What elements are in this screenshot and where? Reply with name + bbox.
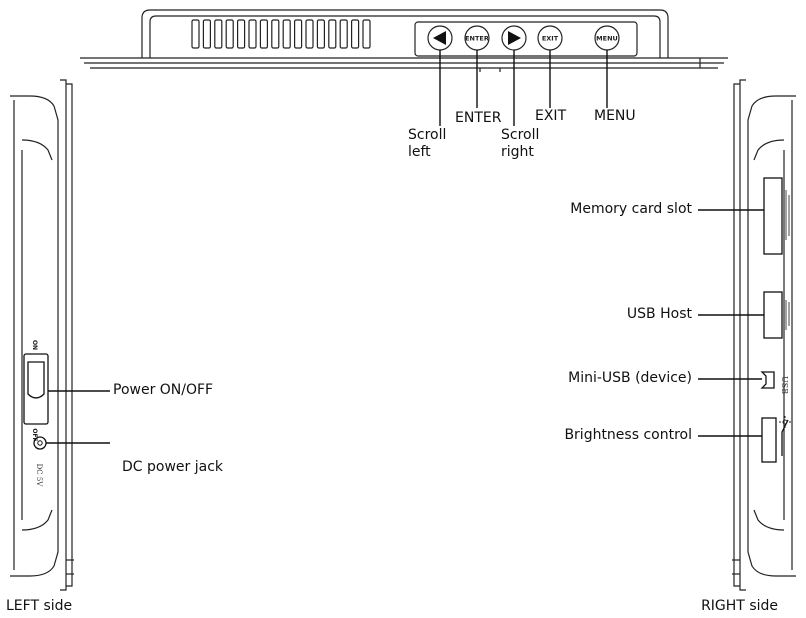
usb-mark: USB <box>780 376 789 394</box>
vent-slot <box>271 19 280 49</box>
top-view-housing <box>80 9 728 72</box>
vent-slot <box>191 19 200 49</box>
mini-usb-label: Mini-USB (device) <box>568 370 692 386</box>
vent-slot <box>237 19 246 49</box>
brightness-wheel <box>761 417 777 463</box>
brightness-label: Brightness control <box>564 427 692 443</box>
left-side-housing <box>10 79 74 591</box>
vent-slot <box>294 19 303 49</box>
exit-button-face: EXIT <box>542 35 559 43</box>
enter-label: ENTER <box>455 110 502 126</box>
memory-card-label: Memory card slot <box>570 201 692 217</box>
right-side-housing <box>732 79 796 591</box>
top-leader-lines <box>439 50 608 126</box>
triangle-right-icon <box>508 31 521 45</box>
dc-jack <box>33 436 47 450</box>
enter-button-face: ENTER <box>465 35 489 43</box>
menu-label: MENU <box>594 108 636 124</box>
vent-slot <box>328 19 337 49</box>
vent-slot <box>248 19 257 49</box>
vent-slot <box>282 19 291 49</box>
vent-slot <box>339 19 348 49</box>
top-buttons <box>427 25 620 51</box>
right-leader-lines <box>698 209 764 437</box>
power-switch-label: Power ON/OFF <box>113 382 214 398</box>
vent-slot <box>351 19 360 49</box>
menu-button-face: MENU <box>596 35 618 43</box>
power-switch <box>23 353 49 425</box>
scroll-right-label: Scroll right <box>501 127 540 160</box>
scroll-left-label: Scroll left <box>408 127 447 160</box>
left-leader-lines <box>46 390 110 444</box>
exit-label: EXIT <box>535 108 567 124</box>
vent-slot <box>259 19 268 49</box>
vent-slot <box>214 19 223 49</box>
slot-print-marks <box>785 190 790 330</box>
right-side-caption: RIGHT side <box>701 598 778 614</box>
vent-slot <box>225 19 234 49</box>
usb-host-label: USB Host <box>626 306 692 322</box>
left-side-caption: LEFT side <box>6 598 73 614</box>
switch-off-mark: OFF <box>31 428 38 441</box>
dc-jack-label: DC power jack <box>122 459 224 475</box>
vent-slot <box>305 19 314 49</box>
dc-jack-mark: DC 5V <box>35 464 43 488</box>
sun-icon <box>779 416 791 428</box>
vent-slot <box>202 19 211 49</box>
usb-host-port <box>763 291 783 339</box>
mini-usb-port <box>760 371 775 389</box>
vent-slots <box>191 19 371 49</box>
vent-slot <box>362 19 371 49</box>
switch-on-mark: ON <box>31 340 38 350</box>
memory-card-slot <box>763 177 783 255</box>
vent-slot <box>316 19 325 49</box>
triangle-left-icon <box>433 31 446 45</box>
